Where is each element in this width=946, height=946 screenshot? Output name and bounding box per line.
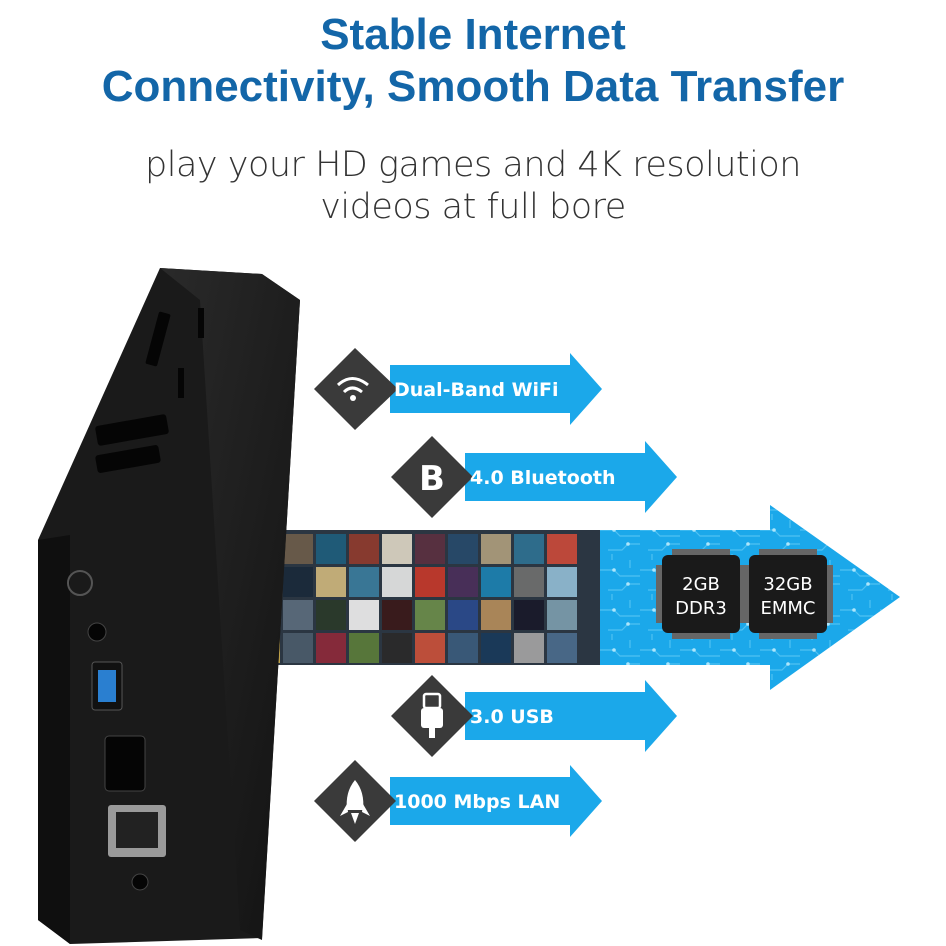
usb3-port — [98, 670, 116, 702]
feature-bluetooth-label: 4.0 Bluetooth — [470, 467, 615, 489]
feature-bluetooth: B 4.0 Bluetooth — [391, 436, 677, 518]
headline-line-1: Stable Internet — [320, 10, 626, 59]
chip-ddr3: 2GB DDR3 — [656, 549, 746, 639]
subheadline-line-2: videos at full bore — [320, 187, 626, 227]
mini-pc-device — [38, 268, 300, 944]
feature-lan: 1000 Mbps LAN — [314, 760, 602, 842]
chip-ddr3-type: DDR3 — [675, 598, 727, 619]
feature-lan-label: 1000 Mbps LAN — [394, 791, 560, 813]
headline-line-2: Connectivity, Smooth Data Transfer — [101, 62, 845, 111]
chip-ddr3-size: 2GB — [682, 574, 720, 595]
feature-usb: 3.0 USB — [391, 675, 677, 757]
chip-emmc: 32GB EMMC — [743, 549, 833, 639]
bluetooth-icon — [391, 436, 473, 518]
subheadline-line-1: play your HD games and 4K resolution — [145, 145, 801, 185]
media-thumbnail-mosaic — [240, 530, 600, 665]
power-icon — [67, 570, 93, 596]
feature-wifi-label: Dual-Band WiFi — [394, 379, 559, 401]
feature-usb-label: 3.0 USB — [470, 706, 554, 728]
chip-emmc-type: EMMC — [760, 598, 815, 619]
chip-emmc-size: 32GB — [763, 574, 812, 595]
feature-wifi: Dual-Band WiFi — [314, 348, 602, 430]
bluetooth-icon-letter: B — [419, 459, 445, 499]
